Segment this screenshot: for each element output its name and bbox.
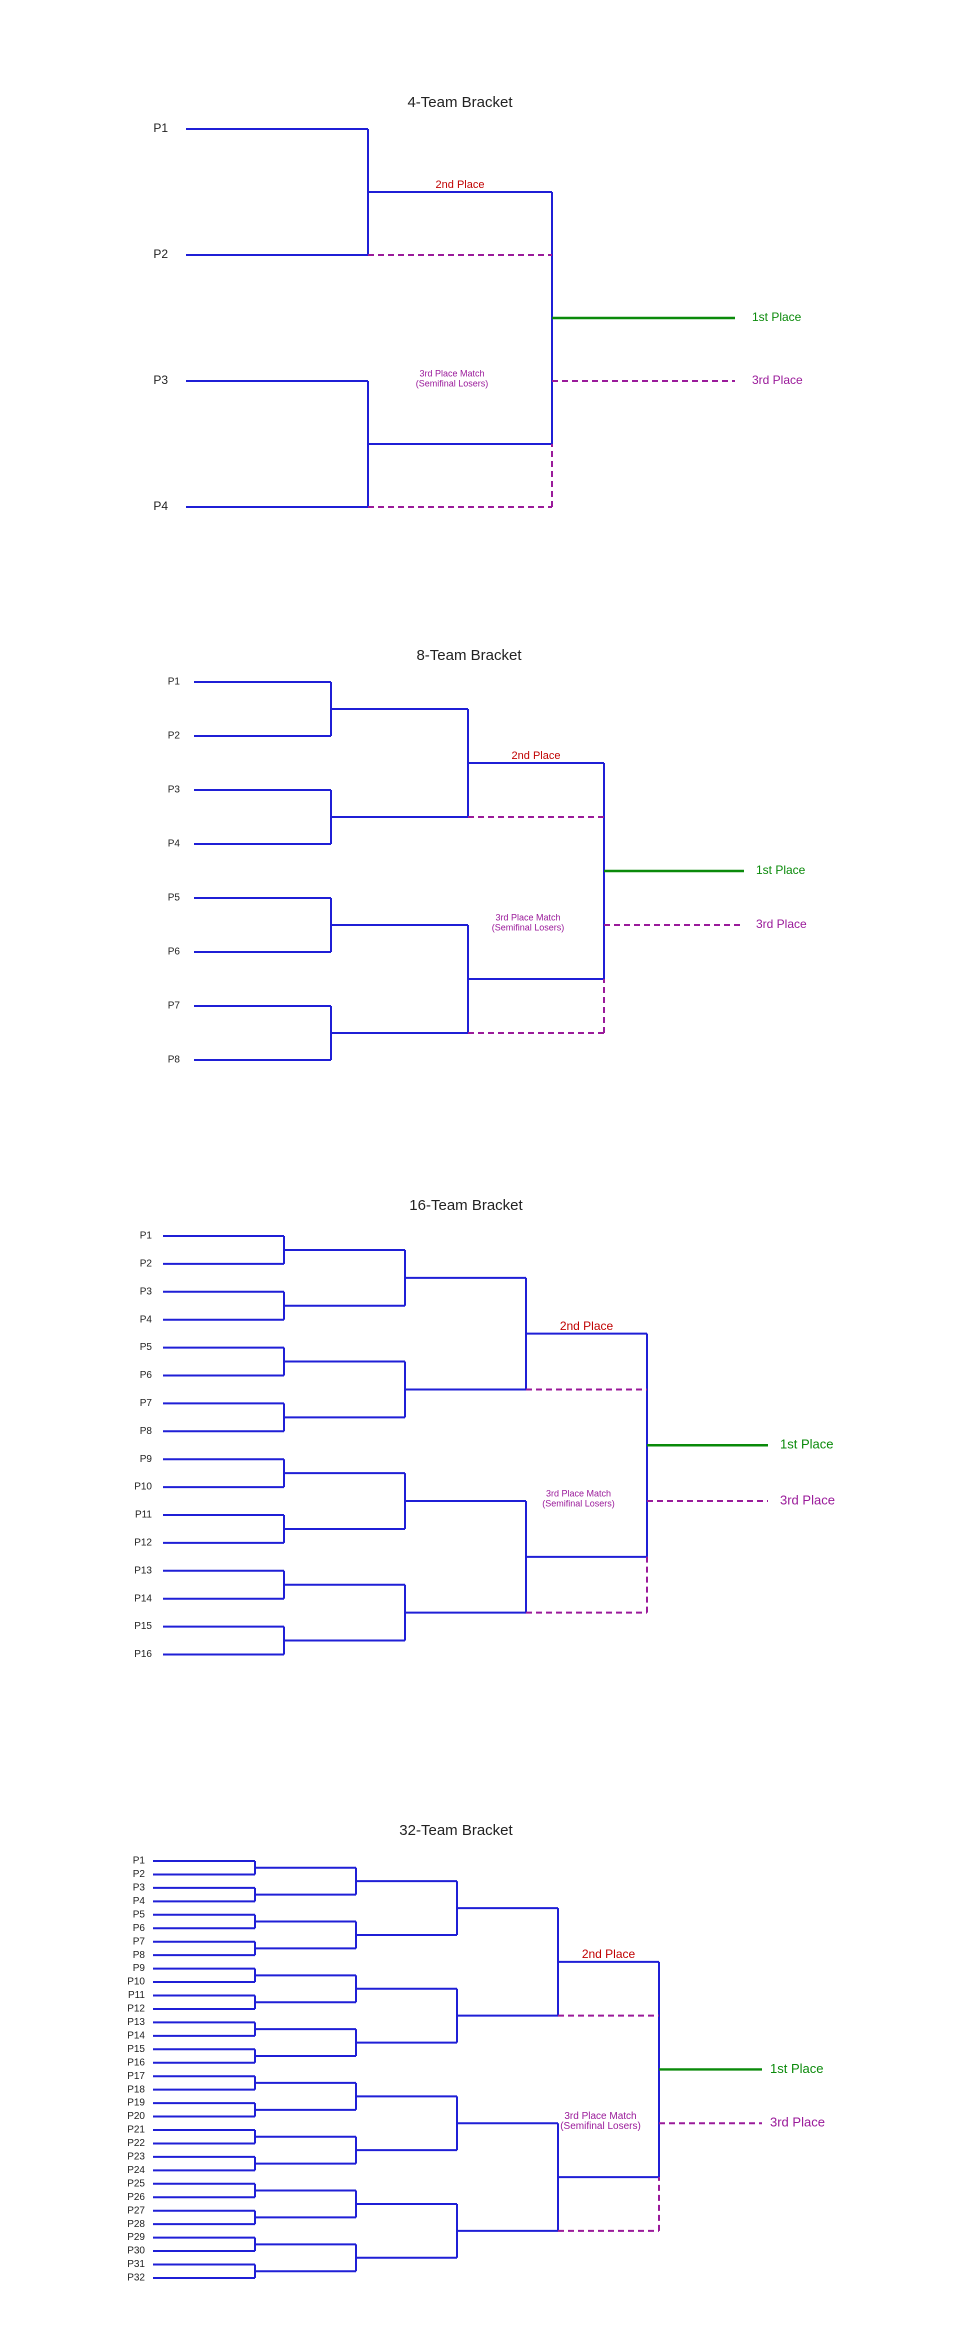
second-place-label: 2nd Place	[436, 179, 485, 191]
bracket-title: 4-Team Bracket	[407, 94, 513, 111]
team-label-p18: P18	[127, 2084, 145, 2095]
team-label-p22: P22	[127, 2138, 145, 2149]
team-label-p2: P2	[168, 731, 181, 742]
third-place-match-label: 3rd Place Match	[419, 368, 484, 378]
team-label-p17: P17	[127, 2071, 145, 2082]
team-label-p5: P5	[133, 1909, 146, 1920]
third-place-label: 3rd Place	[756, 917, 807, 931]
third-place-match-sublabel: (Semifinal Losers)	[560, 2121, 641, 2132]
team-label-p15: P15	[134, 1621, 152, 1632]
team-label-p28: P28	[127, 2219, 145, 2230]
team-label-p4: P4	[153, 499, 168, 513]
bracket-title: 8-Team Bracket	[416, 647, 522, 664]
team-label-p7: P7	[140, 1398, 153, 1409]
bracket-32-team: 32-Team BracketP1P2P3P4P5P6P7P8P9P10P11P…	[127, 1822, 825, 2284]
team-label-p24: P24	[127, 2165, 145, 2176]
team-label-p1: P1	[133, 1856, 146, 1867]
third-place-label: 3rd Place	[780, 1492, 835, 1507]
team-label-p13: P13	[134, 1565, 152, 1576]
team-label-p5: P5	[168, 893, 181, 904]
third-place-match-sublabel: (Semifinal Losers)	[542, 1498, 615, 1508]
second-place-label: 2nd Place	[512, 750, 561, 762]
team-label-p6: P6	[168, 947, 181, 958]
team-label-p1: P1	[140, 1231, 153, 1242]
team-label-p7: P7	[133, 1936, 146, 1947]
team-label-p5: P5	[140, 1342, 153, 1353]
third-place-label: 3rd Place	[752, 373, 803, 387]
team-label-p8: P8	[133, 1950, 146, 1961]
team-label-p19: P19	[127, 2098, 145, 2109]
bracket-16-team: 16-Team BracketP1P2P3P4P5P6P7P8P9P10P11P…	[134, 1197, 835, 1660]
team-label-p12: P12	[134, 1538, 152, 1549]
team-label-p15: P15	[127, 2044, 145, 2055]
second-place-label: 2nd Place	[560, 1319, 614, 1333]
team-label-p3: P3	[168, 785, 181, 796]
team-label-p26: P26	[127, 2192, 145, 2203]
team-label-p2: P2	[140, 1259, 153, 1270]
team-label-p1: P1	[168, 677, 181, 688]
bracket-title: 32-Team Bracket	[399, 1822, 513, 1839]
team-label-p11: P11	[135, 1510, 152, 1521]
team-label-p27: P27	[127, 2205, 145, 2216]
third-place-match-sublabel: (Semifinal Losers)	[492, 922, 565, 932]
team-label-p4: P4	[133, 1896, 146, 1907]
team-label-p13: P13	[127, 2017, 145, 2028]
team-label-p14: P14	[134, 1593, 152, 1604]
team-label-p6: P6	[140, 1370, 153, 1381]
team-label-p3: P3	[140, 1286, 153, 1297]
team-label-p9: P9	[140, 1454, 153, 1465]
team-label-p29: P29	[127, 2232, 145, 2243]
team-label-p14: P14	[127, 2030, 145, 2041]
third-place-match-sublabel: (Semifinal Losers)	[416, 378, 489, 388]
team-label-p9: P9	[133, 1963, 146, 1974]
team-label-p3: P3	[153, 373, 168, 387]
first-place-label: 1st Place	[752, 310, 802, 324]
team-label-p12: P12	[127, 2004, 145, 2015]
team-label-p1: P1	[153, 121, 168, 135]
team-label-p16: P16	[134, 1649, 152, 1660]
team-label-p7: P7	[168, 1001, 181, 1012]
third-place-match-label: 3rd Place Match	[546, 1488, 611, 1498]
team-label-p4: P4	[140, 1314, 153, 1325]
team-label-p8: P8	[140, 1426, 153, 1437]
team-label-p10: P10	[127, 1977, 145, 1988]
team-label-p3: P3	[133, 1883, 146, 1894]
team-label-p2: P2	[153, 247, 168, 261]
team-label-p30: P30	[127, 2246, 145, 2257]
team-label-p32: P32	[127, 2273, 145, 2284]
team-label-p23: P23	[127, 2152, 145, 2163]
first-place-label: 1st Place	[780, 1437, 833, 1452]
first-place-label: 1st Place	[770, 2061, 823, 2076]
bracket-title: 16-Team Bracket	[409, 1197, 523, 1214]
team-label-p11: P11	[128, 1990, 145, 2001]
third-place-match-label: 3rd Place Match	[495, 912, 560, 922]
second-place-label: 2nd Place	[582, 1947, 636, 1961]
third-place-match-label: 3rd Place Match	[564, 2111, 636, 2122]
third-place-label: 3rd Place	[770, 2115, 825, 2130]
team-label-p21: P21	[127, 2125, 145, 2136]
team-label-p4: P4	[168, 839, 181, 850]
first-place-label: 1st Place	[756, 863, 806, 877]
team-label-p10: P10	[134, 1482, 152, 1493]
team-label-p31: P31	[127, 2259, 145, 2270]
team-label-p25: P25	[127, 2178, 145, 2189]
team-label-p2: P2	[133, 1869, 146, 1880]
team-label-p20: P20	[127, 2111, 145, 2122]
team-label-p8: P8	[168, 1055, 181, 1066]
team-label-p16: P16	[127, 2057, 145, 2068]
team-label-p6: P6	[133, 1923, 146, 1934]
